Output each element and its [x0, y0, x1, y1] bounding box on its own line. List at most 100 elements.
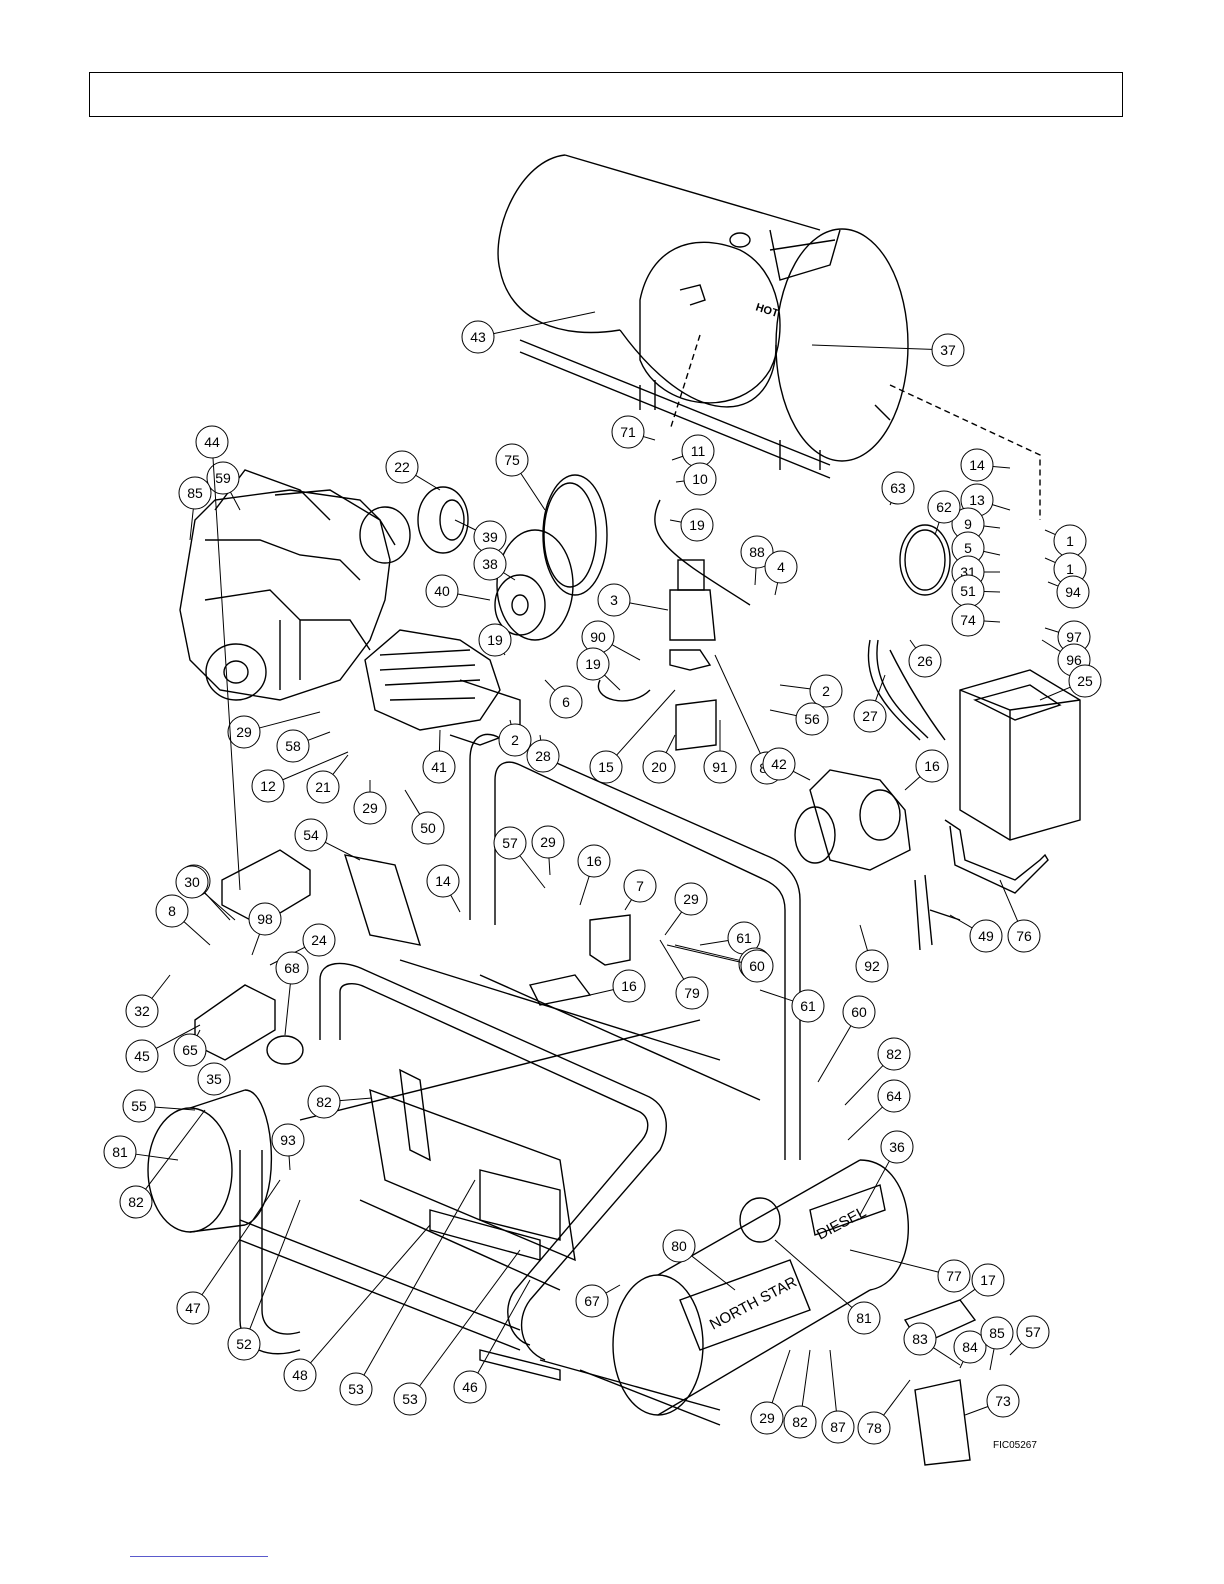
- callout-29: 29: [531, 825, 565, 876]
- callout-98: 98: [248, 902, 282, 956]
- callout-number: 50: [420, 820, 436, 836]
- callout-leader: [454, 519, 476, 531]
- callout-10: 10: [675, 462, 717, 496]
- callout-leader: [151, 974, 171, 999]
- callout-37: 37: [811, 333, 965, 367]
- callout-circle: [495, 443, 529, 477]
- callout-circle: [575, 1284, 609, 1318]
- callout-number: 44: [204, 434, 220, 450]
- callout-number: 27: [862, 708, 878, 724]
- callout-leader: [933, 1347, 961, 1366]
- callout-circle: [927, 490, 961, 524]
- callout-circle: [903, 1322, 937, 1356]
- control-box: [194, 984, 276, 1061]
- callout-number: 10: [692, 471, 708, 487]
- callout-circle: [675, 976, 709, 1010]
- callout-number: 55: [131, 1098, 147, 1114]
- callout-30: 30: [175, 865, 236, 921]
- filter-canister: [914, 1379, 971, 1466]
- callout-leader: [959, 1361, 964, 1369]
- callout-61: 61: [759, 989, 825, 1023]
- callout-circle: [855, 949, 889, 983]
- callout-leader: [251, 933, 261, 956]
- callout-15: 15: [589, 689, 676, 784]
- callout-leader: [847, 1106, 883, 1141]
- callout-leader: [817, 1025, 852, 1083]
- callout-circle: [531, 825, 565, 859]
- callout-number: 84: [962, 1339, 978, 1355]
- callout-leader: [509, 719, 512, 725]
- callout-number: 51: [960, 583, 976, 599]
- callout-leader: [643, 436, 656, 441]
- callout-number: 26: [917, 653, 933, 669]
- callout-number: 64: [886, 1088, 902, 1104]
- callout-circle: [915, 749, 949, 783]
- callout-53: 53: [393, 1249, 521, 1416]
- callout-leader: [909, 639, 917, 649]
- callout-circle: [473, 547, 507, 581]
- callout-67: 67: [575, 1284, 621, 1318]
- callout-circle: [740, 535, 774, 569]
- callout-22: 22: [385, 450, 441, 491]
- callout-circle: [276, 729, 310, 763]
- callout-leader: [801, 1349, 811, 1407]
- callout-leader: [771, 1349, 791, 1404]
- callout-circle: [877, 1079, 911, 1113]
- callout-circle: [227, 715, 261, 749]
- callout-number: 29: [540, 834, 556, 850]
- callout-number: 4: [777, 559, 785, 575]
- callout-leader: [154, 1106, 196, 1111]
- callout-circle: [478, 623, 512, 657]
- callout-leader: [189, 508, 194, 541]
- callout-leader: [992, 504, 1011, 511]
- left-tank: [147, 1089, 272, 1233]
- callout-number: 29: [759, 1410, 775, 1426]
- callout-number: 1: [1066, 561, 1074, 577]
- callout-circle: [339, 1372, 373, 1406]
- callout-number: 36: [889, 1139, 905, 1155]
- callout-36: 36: [859, 1130, 914, 1216]
- callout-number: 77: [946, 1268, 962, 1284]
- callout-circle: [842, 995, 876, 1029]
- callout-number: 78: [866, 1420, 882, 1436]
- callout-leader: [282, 751, 349, 781]
- callout-62: 62: [927, 490, 961, 536]
- callout-circle: [683, 462, 717, 496]
- callout-53: 53: [339, 1179, 476, 1406]
- callout-leader: [774, 1239, 853, 1308]
- callout-circle: [227, 1327, 261, 1361]
- callout-number: 45: [134, 1048, 150, 1064]
- callout-74: 74: [951, 603, 1001, 637]
- callout-leader: [883, 1379, 911, 1416]
- callout-number: 97: [1066, 629, 1082, 645]
- callout-number: 48: [292, 1367, 308, 1383]
- callout-circle: [623, 869, 657, 903]
- callout-77: 77: [849, 1249, 971, 1293]
- callout-94: 94: [1047, 575, 1090, 609]
- callout-9: 9: [951, 507, 1001, 541]
- cap: [266, 1035, 304, 1065]
- callout-circle: [880, 1130, 914, 1164]
- callout-number: 67: [584, 1293, 600, 1309]
- diesel-label: DIESEL: [814, 1203, 869, 1243]
- callout-number: 59: [215, 470, 231, 486]
- callout-circle: [175, 865, 209, 899]
- callout-number: 82: [792, 1414, 808, 1430]
- callout-14: 14: [960, 448, 1011, 482]
- callout-circle: [971, 1263, 1005, 1297]
- callout-circle: [642, 750, 676, 784]
- callout-circle: [783, 1405, 817, 1439]
- callout-leader: [1044, 627, 1059, 633]
- callout-number: 57: [1025, 1324, 1041, 1340]
- callout-44: 44: [195, 425, 241, 891]
- callout-circle: [197, 1062, 231, 1096]
- engine: [179, 469, 411, 701]
- callout-number: 81: [112, 1144, 128, 1160]
- callout-number: 25: [1077, 673, 1093, 689]
- callout-40: 40: [425, 574, 491, 608]
- callout-circle: [1068, 664, 1102, 698]
- callout-number: 32: [134, 1003, 150, 1019]
- callout-leader: [992, 465, 1011, 469]
- callout-circle: [881, 471, 915, 505]
